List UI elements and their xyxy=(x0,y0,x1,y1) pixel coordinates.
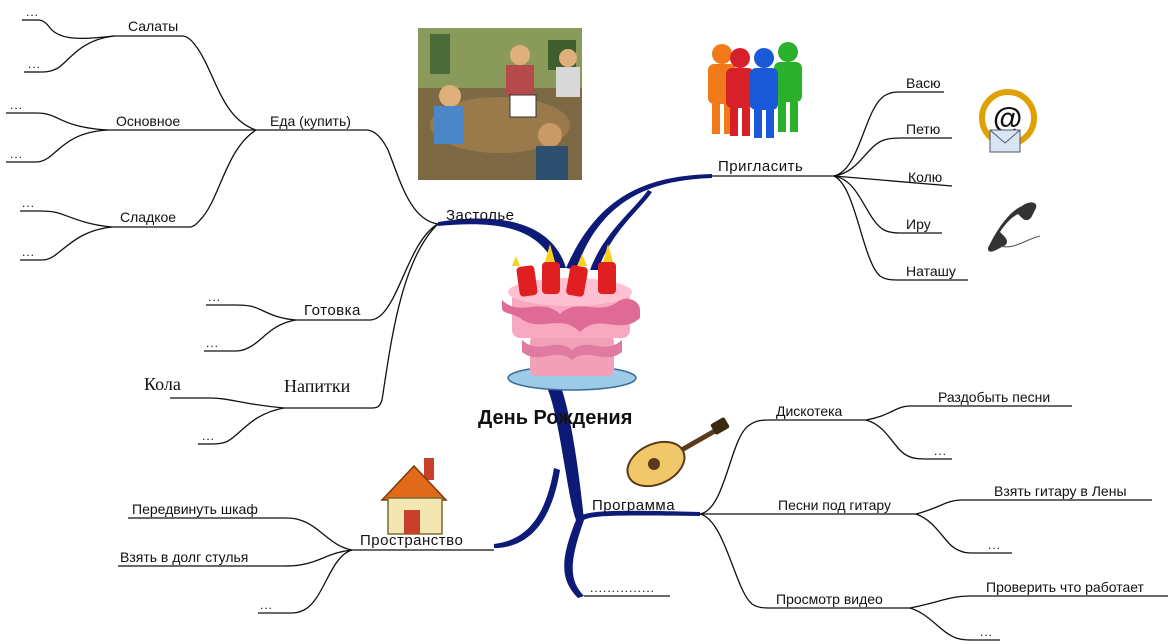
guest-iru[interactable]: Иру xyxy=(906,216,931,232)
branch-zastolye[interactable]: Застолье xyxy=(446,207,515,224)
node-osnovnoe[interactable]: Основное xyxy=(116,113,180,129)
leaf-gitara[interactable]: Взять гитару в Лены xyxy=(994,483,1127,499)
guest-vasyu[interactable]: Васю xyxy=(906,75,941,91)
node-eda[interactable]: Еда (купить) xyxy=(270,113,351,129)
node-salaty[interactable]: Салаты xyxy=(128,18,178,34)
leaf-proverit[interactable]: Проверить что работает xyxy=(986,579,1145,595)
email-at-icon: @ xyxy=(979,89,1037,153)
birthday-cake-icon xyxy=(502,244,640,391)
node-diskoteka[interactable]: Дискотека xyxy=(776,403,843,419)
leaf-kola[interactable]: Кола xyxy=(144,374,181,394)
leaf-napitki-2[interactable]: ... xyxy=(202,429,215,443)
node-gotovka[interactable]: Готовка xyxy=(304,302,361,319)
connector-lines xyxy=(6,19,1168,641)
node-video[interactable]: Просмотр видео xyxy=(776,591,883,607)
node-pesni[interactable]: Песни под гитару xyxy=(778,497,891,513)
leaf-sladkoe-1[interactable]: ... xyxy=(22,196,35,210)
telephone-icon xyxy=(988,202,1041,252)
guitar-icon xyxy=(626,417,730,488)
labels: День Рождения Застолье Еда (купить) Сала… xyxy=(10,5,1145,639)
branch-prostranstvo[interactable]: Пространство xyxy=(360,532,463,549)
leaf-shkaf[interactable]: Передвинуть шкаф xyxy=(132,501,258,517)
leaf-razdobyt[interactable]: Раздобыть песни xyxy=(938,389,1050,405)
guest-petyu[interactable]: Петю xyxy=(906,121,940,137)
leaf-osnovnoe-1[interactable]: ... xyxy=(10,98,23,112)
leaf-gotovka-2[interactable]: ... xyxy=(206,336,219,350)
house-icon xyxy=(380,458,448,535)
meeting-table-icon xyxy=(418,28,582,180)
node-sladkoe[interactable]: Сладкое xyxy=(120,209,176,225)
leaf-salaty-2[interactable]: ... xyxy=(28,57,41,71)
leaf-osnovnoe-2[interactable]: ... xyxy=(10,147,23,161)
leaf-pesni-2[interactable]: ... xyxy=(988,538,1001,552)
branch-extra[interactable]: ............... xyxy=(590,581,655,595)
leaf-diskoteka-2[interactable]: ... xyxy=(934,444,947,458)
leaf-salaty-1[interactable]: ... xyxy=(26,5,39,19)
branch-programma[interactable]: Программа xyxy=(592,497,675,514)
leaf-stulya[interactable]: Взять в долг стулья xyxy=(120,549,248,565)
leaf-video-2[interactable]: ... xyxy=(980,625,993,639)
node-napitki[interactable]: Напитки xyxy=(284,376,351,396)
central-branches xyxy=(438,174,712,598)
people-group-icon xyxy=(708,42,802,138)
branch-priglasit[interactable]: Пригласить xyxy=(718,158,803,175)
guest-natashu[interactable]: Наташу xyxy=(906,263,956,279)
leaf-prostranstvo-3[interactable]: ... xyxy=(260,598,273,612)
leaf-gotovka-1[interactable]: ... xyxy=(208,290,221,304)
guest-kolyu[interactable]: Колю xyxy=(908,169,942,185)
center-title: День Рождения xyxy=(478,407,632,429)
leaf-sladkoe-2[interactable]: ... xyxy=(22,245,35,259)
